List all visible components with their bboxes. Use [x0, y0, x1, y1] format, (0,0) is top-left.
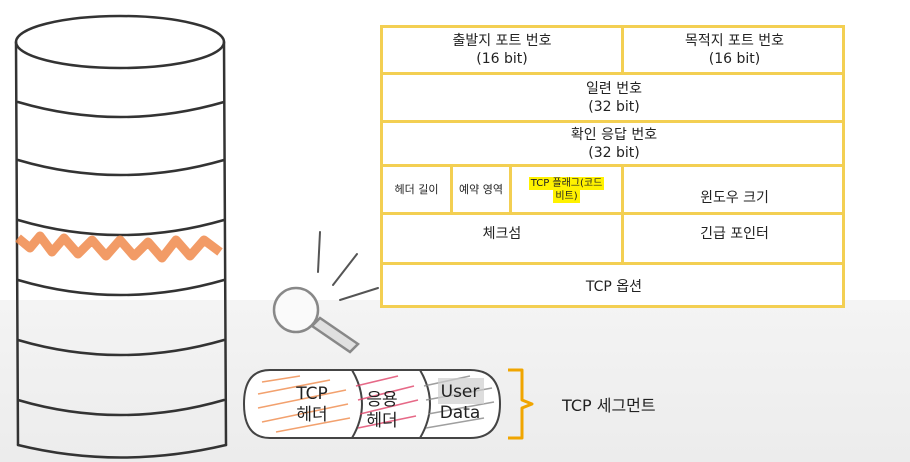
col-divider: [621, 164, 624, 262]
window-size-label: 윈도우 크기: [700, 189, 769, 206]
header-length-cell: 헤더 길이: [383, 167, 450, 212]
row-divider: [383, 72, 842, 75]
segment-app-header: 응용 헤더: [356, 390, 408, 432]
tcp-segment-label: TCP 세그먼트: [562, 396, 656, 415]
tcp-flags-label-line1: TCP 플래그(코드: [528, 176, 605, 190]
header-length-label: 헤더 길이: [394, 182, 439, 196]
row-divider: [383, 120, 842, 123]
ack-number-label: 확인 응답 번호: [570, 126, 658, 143]
reserved-cell: 예약 영역: [453, 167, 509, 212]
segment-app-header-line2: 헤더: [366, 411, 398, 431]
reserved-label: 예약 영역: [459, 182, 503, 196]
ack-number-bits: (32 bit): [588, 144, 640, 161]
col-divider: [509, 164, 512, 212]
urgent-pointer-label: 긴급 포인터: [700, 225, 769, 242]
sequence-number-label: 일련 번호: [586, 80, 642, 97]
tcp-flags-cell: TCP 플래그(코드 비트): [512, 167, 621, 212]
segment-tcp-header: TCP 헤더: [280, 384, 344, 426]
source-port-bits: (16 bit): [476, 51, 528, 67]
urgent-pointer-cell: 긴급 포인터: [624, 215, 845, 262]
row-divider: [383, 212, 842, 215]
tcp-flags-label-line2: 비트): [553, 189, 580, 203]
ack-number-cell: 확인 응답 번호 (32 bit): [383, 123, 845, 164]
protocol-stack-cylinder: [14, 14, 228, 459]
tcp-header-table: 출발지 포트 번호 (16 bit) 목적지 포트 번호 (16 bit) 일련…: [380, 25, 845, 308]
tcp-options-label: TCP 옵션: [585, 278, 643, 295]
checksum-cell: 체크섬: [383, 215, 621, 262]
row-divider: [383, 164, 842, 167]
sequence-number-bits: (32 bit): [588, 98, 640, 115]
segment-app-header-line1: 응용: [366, 390, 398, 410]
segment-pill: [242, 369, 502, 439]
segment-tcp-header-line1: TCP: [296, 384, 328, 404]
segment-user-data: User Data: [432, 382, 488, 424]
col-divider: [450, 164, 453, 212]
dest-port-bits: (16 bit): [708, 51, 761, 67]
sparkle-lines: [317, 231, 379, 301]
sequence-number-cell: 일련 번호 (32 bit): [383, 75, 845, 120]
checksum-label: 체크섬: [482, 225, 522, 242]
row-divider: [383, 262, 842, 265]
transport-layer-highlight: [15, 231, 223, 263]
segment-user-data-line1: User: [440, 382, 480, 402]
magnifier-icon: [272, 286, 360, 354]
col-divider: [621, 28, 624, 72]
segment-tcp-header-line2: 헤더: [296, 405, 328, 425]
dest-port-label: 목적지 포트 번호: [684, 33, 785, 49]
dest-port-cell: 목적지 포트 번호 (16 bit): [624, 28, 845, 72]
segment-brace: [508, 368, 534, 440]
source-port-label: 출발지 포트 번호: [452, 33, 552, 49]
source-port-cell: 출발지 포트 번호 (16 bit): [383, 28, 621, 72]
window-size-cell: 윈도우 크기: [624, 167, 845, 212]
tcp-options-cell: TCP 옵션: [383, 265, 845, 308]
segment-user-data-line2: Data: [439, 403, 481, 423]
